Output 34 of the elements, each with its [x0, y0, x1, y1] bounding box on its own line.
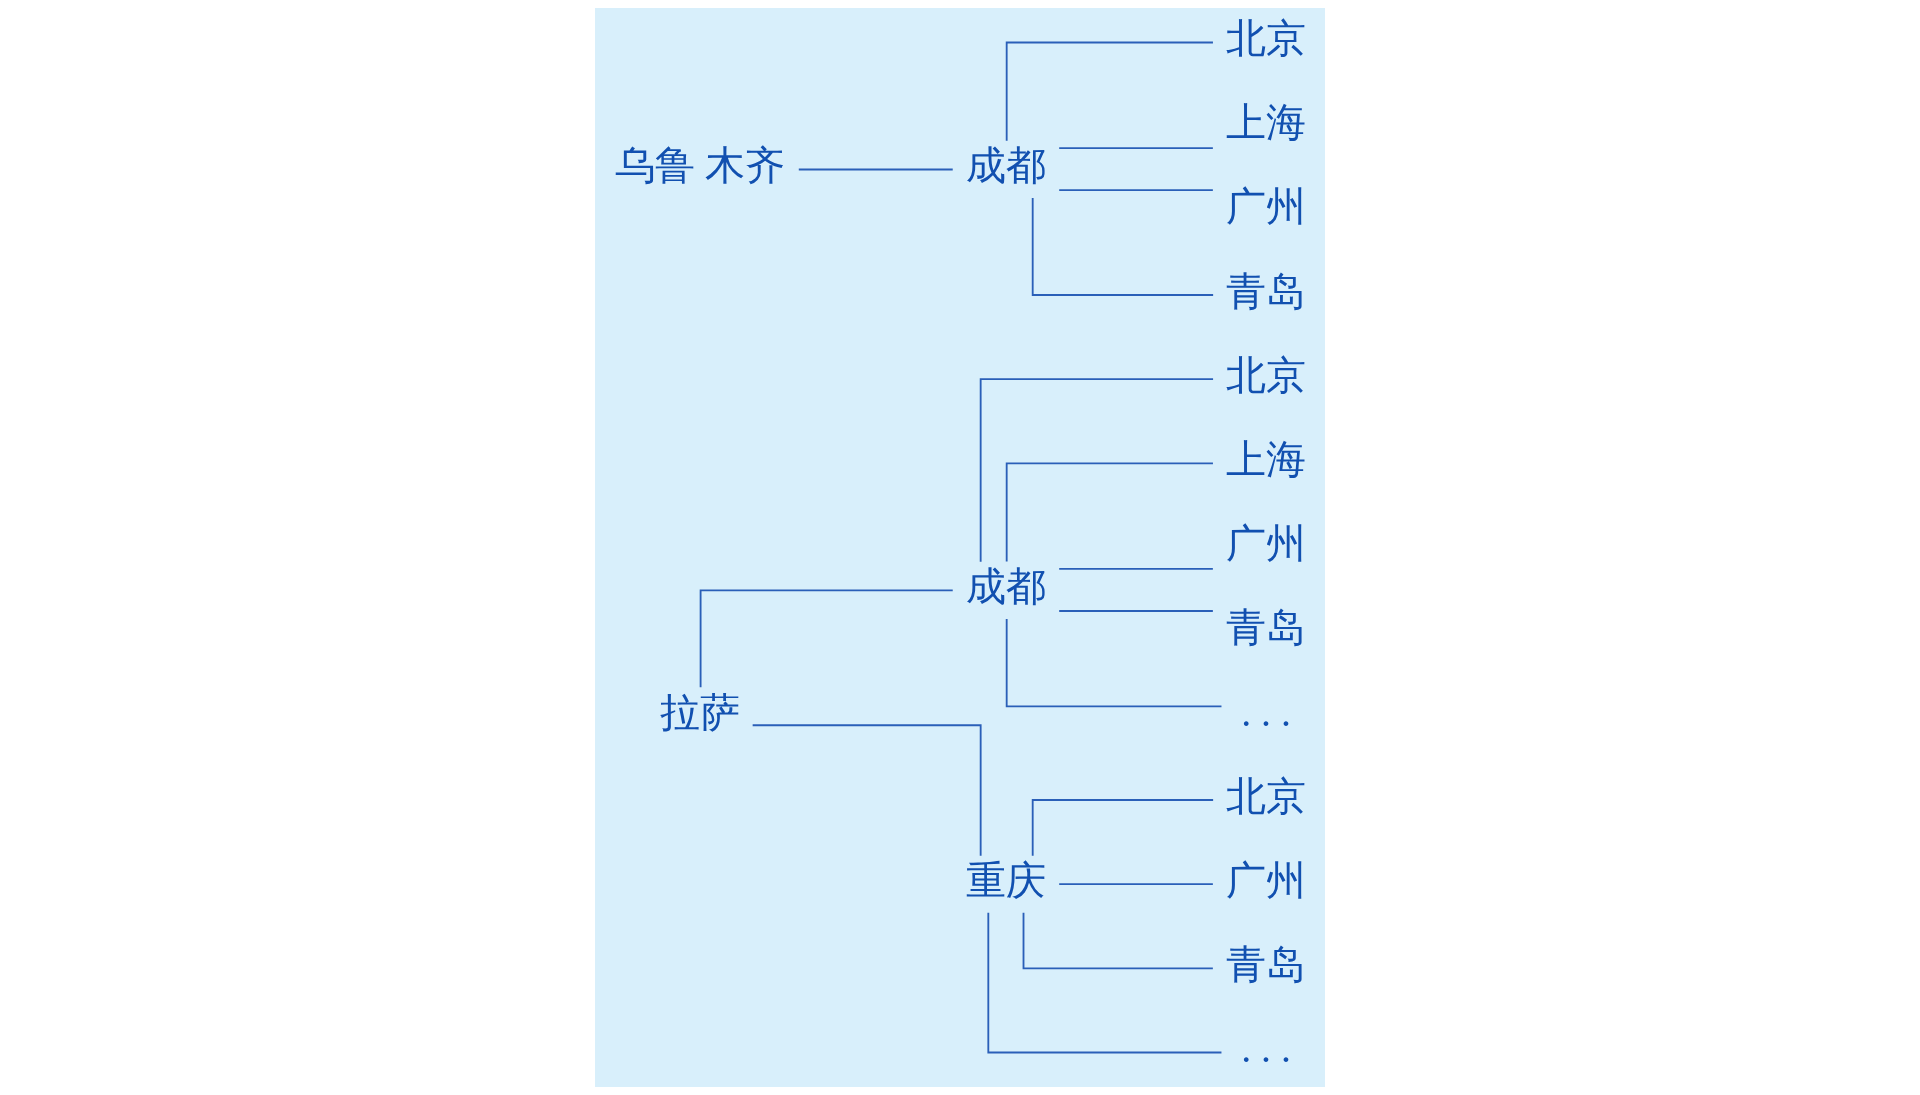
node-text: 北京: [1226, 774, 1307, 819]
node-text: 成都: [965, 564, 1046, 609]
connector: [1058, 883, 1214, 886]
connector: [1058, 610, 1214, 612]
connector: [1058, 189, 1214, 192]
connector: [699, 589, 954, 689]
connector: [797, 168, 954, 171]
connector: [751, 724, 982, 857]
node-text: 乌鲁 木齐: [614, 144, 785, 189]
connector: [1031, 799, 1215, 857]
connector: [979, 378, 1214, 563]
node-text: 青岛: [1226, 269, 1307, 314]
connector: [1005, 462, 1214, 563]
connector: [1058, 568, 1214, 570]
node-text: 广州: [1226, 858, 1307, 903]
node-text: 上海: [1226, 101, 1307, 146]
node-text: 拉萨: [659, 690, 740, 735]
node-text: 青岛: [1226, 606, 1307, 651]
node-text: . . .: [1241, 1027, 1291, 1072]
node-text: 青岛: [1226, 943, 1307, 987]
node-text: 成都: [965, 144, 1046, 189]
node-text: 广州: [1226, 522, 1307, 567]
connector: [987, 911, 1223, 1054]
connector: [1022, 911, 1214, 970]
node-text: 广州: [1226, 185, 1307, 230]
node-text: 北京: [1226, 17, 1307, 62]
node-text: 上海: [1226, 437, 1307, 482]
connector: [1005, 41, 1214, 142]
connector: [1058, 147, 1214, 149]
node-text: . . .: [1241, 690, 1291, 735]
connector: [1005, 618, 1223, 708]
node-text: 北京: [1226, 353, 1307, 398]
connector: [1031, 197, 1215, 296]
node-text: 重庆: [965, 858, 1046, 903]
